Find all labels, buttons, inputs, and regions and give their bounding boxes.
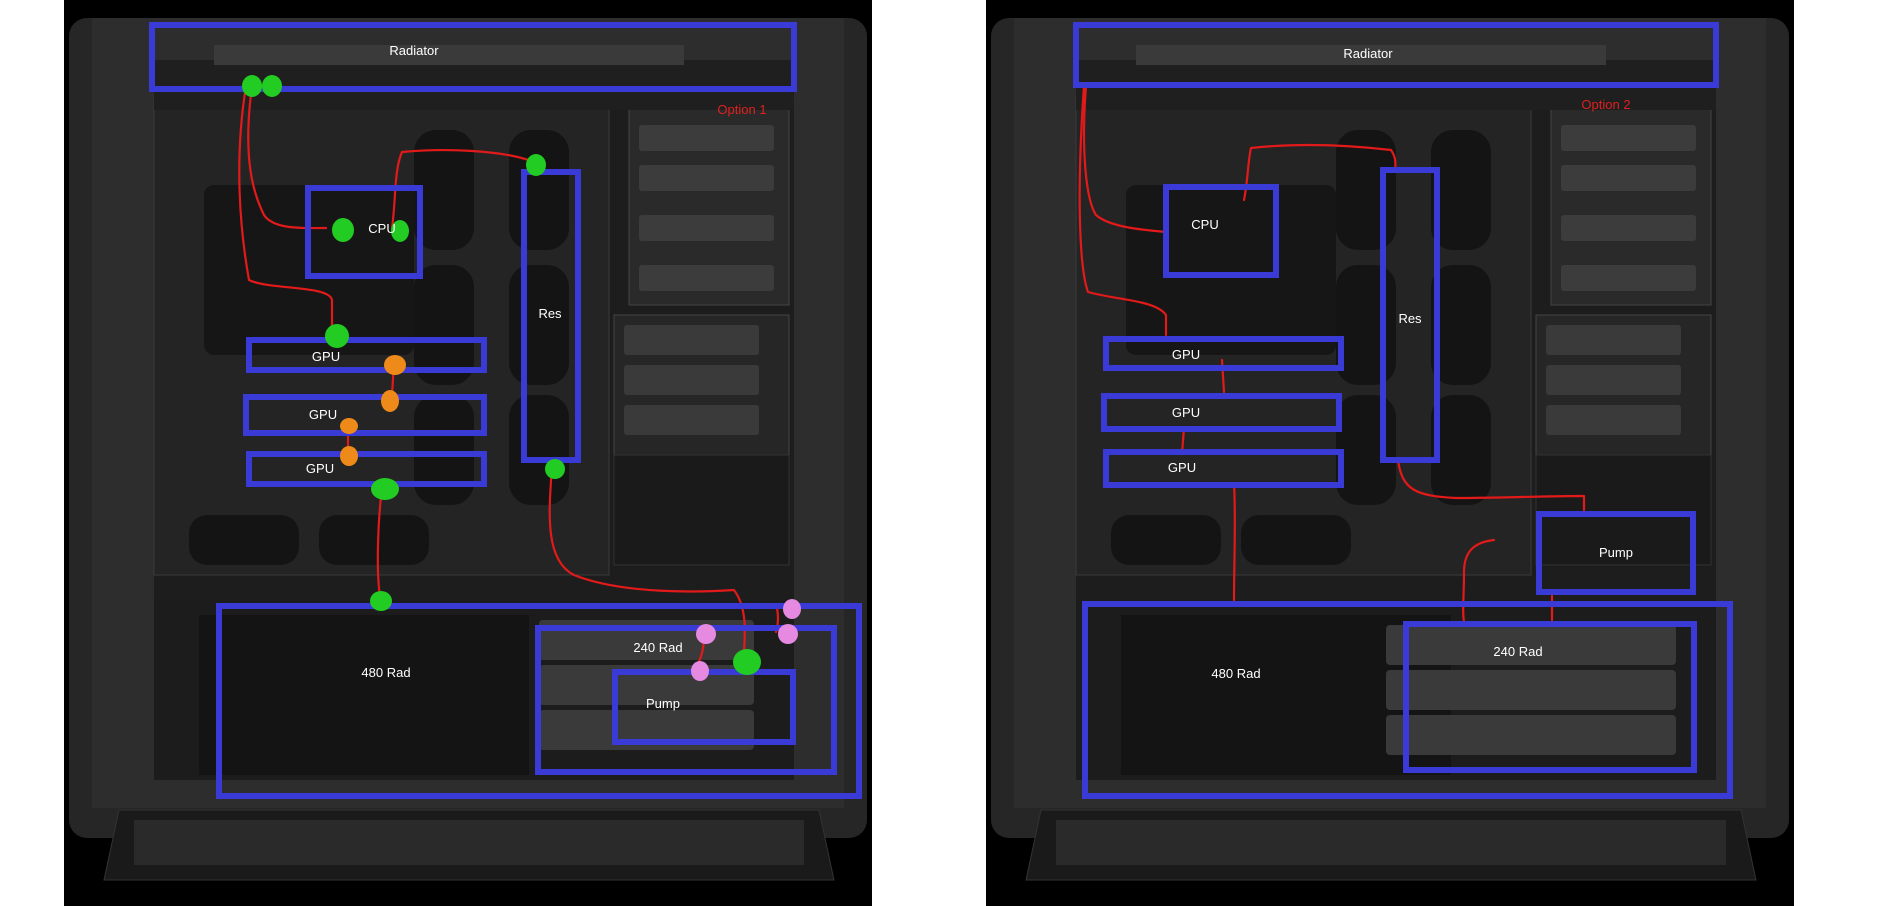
tube-pump-to-240 bbox=[1462, 538, 1496, 624]
fitting-green bbox=[526, 154, 546, 176]
fitting-orange bbox=[340, 418, 358, 434]
gpu-3-label: GPU bbox=[306, 461, 334, 476]
rad-480-label: 480 Rad bbox=[361, 665, 410, 680]
pc-case bbox=[69, 18, 867, 881]
fitting-pink bbox=[778, 624, 798, 644]
gpu-1-box bbox=[1103, 336, 1344, 371]
rad-480-box bbox=[1082, 601, 1733, 799]
gpu-3-box bbox=[246, 451, 487, 487]
gpu-3-label: GPU bbox=[1168, 460, 1196, 475]
rad-240-box bbox=[1403, 621, 1697, 773]
tube-gpu-to-480 bbox=[1232, 482, 1236, 602]
tube-radiator-to-cpu bbox=[1082, 84, 1168, 234]
component-boxes bbox=[1073, 22, 1733, 799]
radiator-box bbox=[1073, 22, 1719, 88]
pump-label: Pump bbox=[646, 696, 680, 711]
tube-radiator-to-gpu bbox=[1078, 84, 1168, 337]
option-1-panel: Radiator Option 1 CPU Res GPU GPU GPU 48… bbox=[64, 0, 872, 906]
fitting-green bbox=[332, 218, 354, 242]
tube-radiator-to-gpu bbox=[238, 84, 334, 332]
cpu-box bbox=[305, 185, 423, 279]
tube-res-to-pump bbox=[1396, 458, 1586, 512]
fitting-green bbox=[371, 478, 399, 500]
labels: Radiator Option 2 CPU Res GPU GPU GPU Pu… bbox=[1168, 46, 1633, 681]
gpu-2-label: GPU bbox=[309, 407, 337, 422]
radiator-label: Radiator bbox=[1343, 46, 1393, 61]
option-1-diagram: Radiator Option 1 CPU Res GPU GPU GPU 48… bbox=[69, 18, 867, 881]
pump-label: Pump bbox=[1599, 545, 1633, 560]
gpu-1-label: GPU bbox=[1172, 347, 1200, 362]
res-label: Res bbox=[538, 306, 562, 321]
fitting-pink bbox=[783, 599, 801, 619]
fitting-green bbox=[262, 75, 282, 97]
fitting-orange bbox=[384, 355, 406, 375]
option-2-panel: Radiator Option 2 CPU Res GPU GPU GPU Pu… bbox=[986, 0, 1794, 906]
gpu-2-box bbox=[1101, 393, 1342, 432]
fitting-green bbox=[242, 75, 262, 97]
rad-240-label: 240 Rad bbox=[633, 640, 682, 655]
tube-cpu-to-res bbox=[1242, 143, 1398, 202]
gpu-2-box bbox=[243, 394, 487, 436]
res-box bbox=[1380, 167, 1440, 463]
tube-res-to-pump bbox=[548, 464, 746, 657]
fittings bbox=[242, 75, 801, 681]
option-label: Option 1 bbox=[717, 102, 766, 117]
fitting-orange bbox=[381, 390, 399, 412]
rad-480-label: 480 Rad bbox=[1211, 666, 1260, 681]
fitting-pink bbox=[696, 624, 716, 644]
option-label: Option 2 bbox=[1581, 97, 1630, 112]
pump-box bbox=[1536, 511, 1696, 595]
pc-case bbox=[991, 18, 1789, 881]
gpu-3-box bbox=[1103, 449, 1344, 488]
gpu-1-box bbox=[246, 337, 487, 373]
fitting-green bbox=[545, 459, 565, 479]
cpu-label: CPU bbox=[368, 221, 395, 236]
fitting-green bbox=[370, 591, 392, 611]
gpu-2-label: GPU bbox=[1172, 405, 1200, 420]
tube-cpu-to-res bbox=[390, 149, 536, 230]
cpu-box bbox=[1163, 184, 1279, 278]
rad-480-box bbox=[216, 603, 862, 799]
radiator-box bbox=[149, 22, 797, 92]
cpu-label: CPU bbox=[1191, 217, 1218, 232]
res-label: Res bbox=[1398, 311, 1422, 326]
fitting-green bbox=[325, 324, 349, 348]
fitting-green bbox=[391, 220, 409, 242]
tube-radiator-to-cpu bbox=[247, 84, 328, 230]
fitting-pink bbox=[691, 661, 709, 681]
radiator-label: Radiator bbox=[389, 43, 439, 58]
fitting-orange bbox=[340, 446, 358, 466]
gpu-1-label: GPU bbox=[312, 349, 340, 364]
fitting-green bbox=[733, 649, 761, 675]
labels: Radiator Option 1 CPU Res GPU GPU GPU 48… bbox=[306, 43, 767, 711]
option-2-diagram: Radiator Option 2 CPU Res GPU GPU GPU Pu… bbox=[991, 18, 1789, 881]
rad-240-label: 240 Rad bbox=[1493, 644, 1542, 659]
rad-240-box bbox=[535, 625, 837, 775]
